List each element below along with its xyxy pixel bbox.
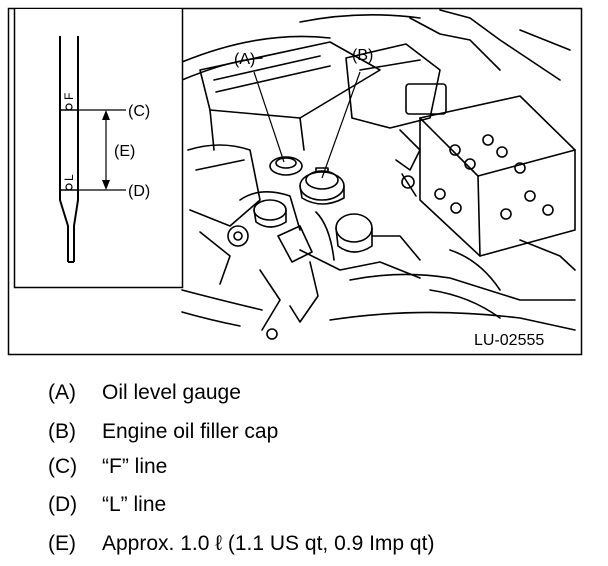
leader-line-a	[253, 71, 285, 163]
callout-c: (C)	[128, 103, 150, 120]
legend-key: (B)	[48, 420, 76, 443]
callout-b: (B)	[352, 47, 373, 64]
legend-item-b: (B) Engine oil filler cap	[48, 420, 278, 444]
callout-e: (E)	[114, 143, 135, 160]
callout-d: (D)	[128, 183, 150, 200]
dipstick	[59, 36, 79, 263]
dipstick-inset: F L (C) (E) (D)	[13, 9, 184, 289]
legend-text: Engine oil filler cap	[102, 420, 279, 443]
legend-text: Approx. 1.0 ℓ (1.1 US qt, 0.9 Imp qt)	[102, 532, 435, 555]
dipstick-mark-f: F	[62, 93, 76, 100]
legend-item-a: (A) Oil level gauge	[48, 381, 241, 405]
dipstick-mark-l: L	[62, 174, 76, 181]
legend-text: “F” line	[102, 455, 168, 478]
legend-key: (D)	[48, 493, 78, 516]
legend-key: (A)	[48, 381, 76, 404]
legend-key: (E)	[48, 532, 76, 555]
inset-frame	[13, 9, 184, 289]
legend-text: Oil level gauge	[102, 381, 241, 404]
legend-item-d: (D) “L” line	[48, 493, 166, 517]
engine-bay-drawing	[181, 9, 576, 340]
legend-key: (C)	[48, 455, 78, 478]
leader-line-b	[321, 71, 361, 179]
legend-item-c: (C) “F” line	[48, 455, 167, 479]
legend-text: “L” line	[102, 493, 167, 516]
legend-item-e: (E) Approx. 1.0 ℓ (1.1 US qt, 0.9 Imp qt)	[48, 532, 434, 556]
engine-bay-figure: (A) (B) F L (C) (E) (D) LU-02555	[7, 7, 583, 356]
figure-code: LU-02555	[474, 332, 544, 349]
callout-a: (A)	[234, 51, 255, 68]
